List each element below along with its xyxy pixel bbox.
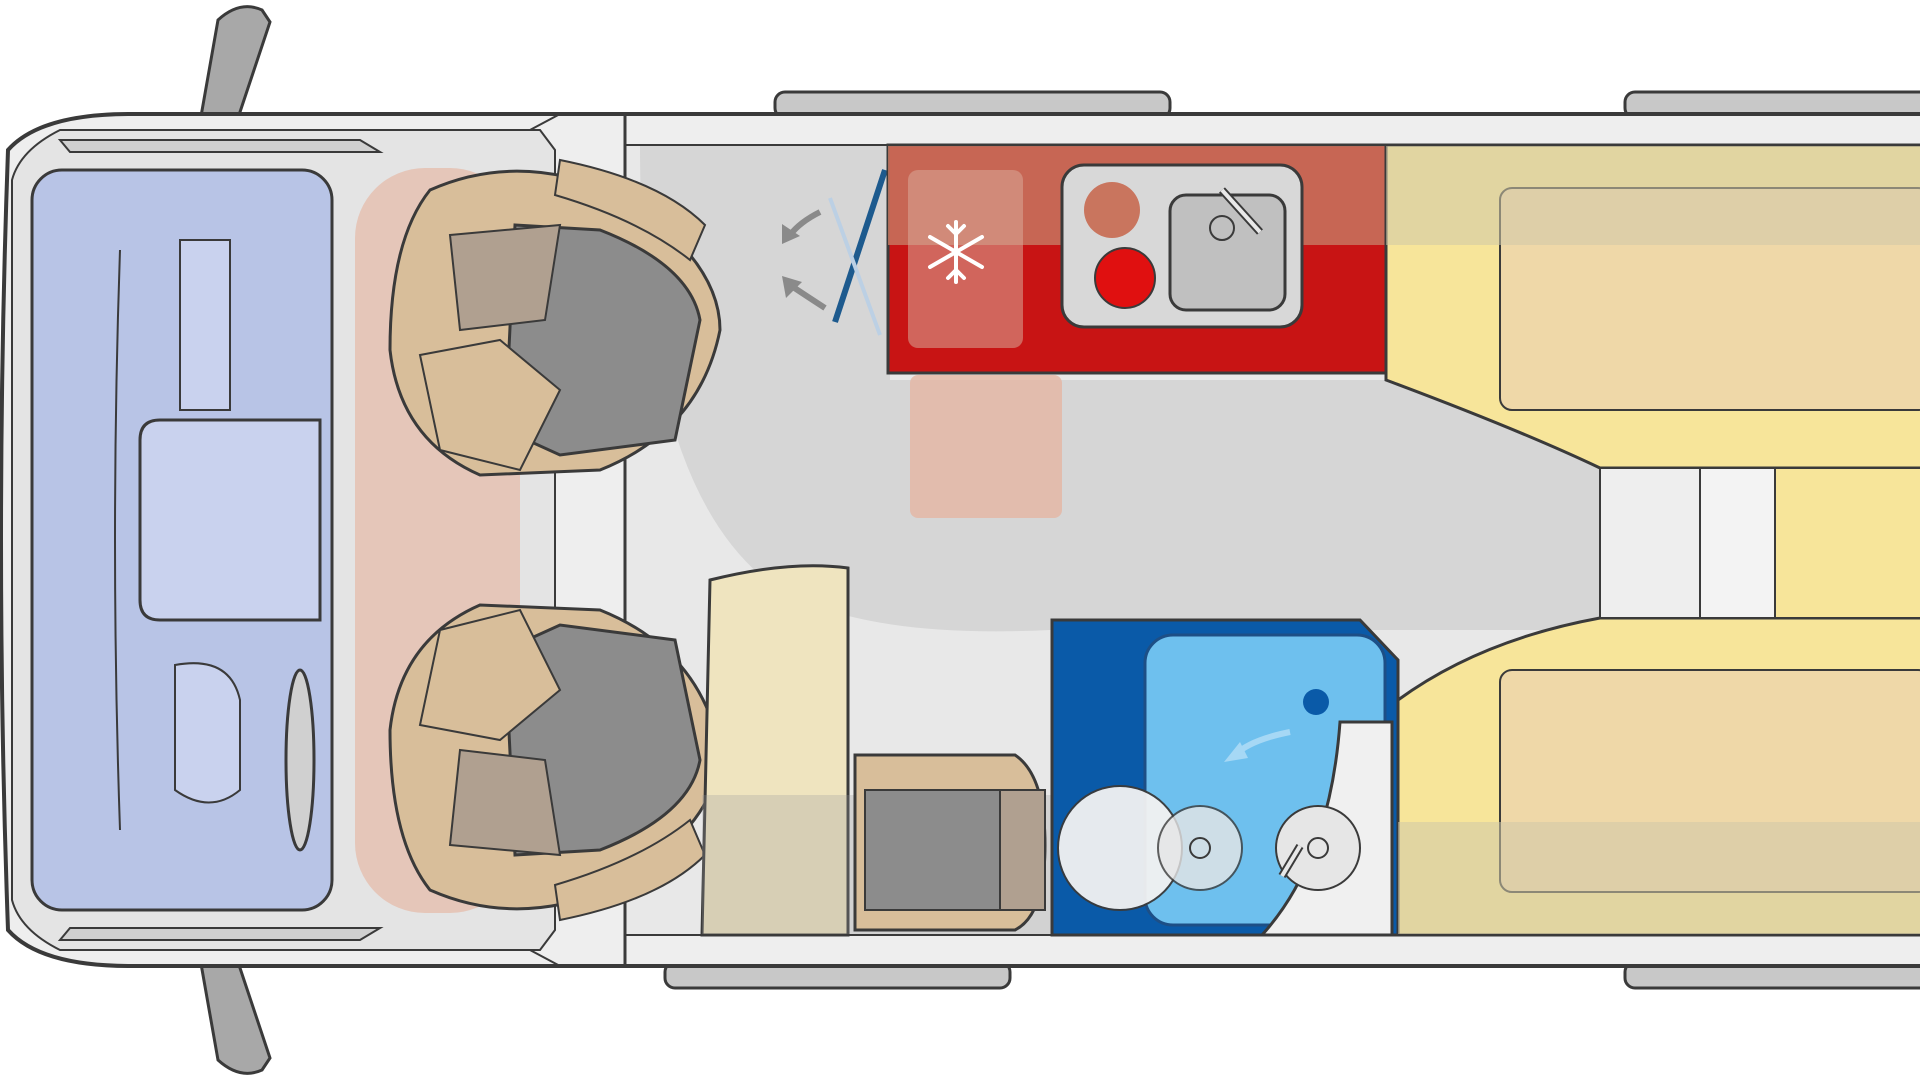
left-mirror-top: [198, 5, 272, 124]
rear-bed-top: [1384, 143, 1920, 470]
driver-seat: [388, 158, 722, 477]
stove-burner-icon: [1084, 182, 1140, 238]
aisle-floor: [640, 145, 1600, 632]
rear-bed-bottom: [1396, 616, 1920, 937]
bed-step: [1599, 467, 1920, 619]
shower-drain-icon: [1303, 689, 1329, 715]
side-cabinet: [700, 564, 850, 937]
kitchen: [886, 143, 1388, 375]
entry-door: [782, 169, 888, 336]
right-mirror-bottom: [198, 956, 272, 1075]
passenger-seat: [388, 603, 722, 922]
stove-burner-icon: [1094, 247, 1156, 309]
snowflake-icon: [928, 220, 984, 284]
bathroom: [1050, 618, 1400, 937]
bench-seat: [853, 753, 1047, 932]
pull-out-table: [910, 375, 1062, 518]
sink-icon: [1168, 193, 1287, 312]
